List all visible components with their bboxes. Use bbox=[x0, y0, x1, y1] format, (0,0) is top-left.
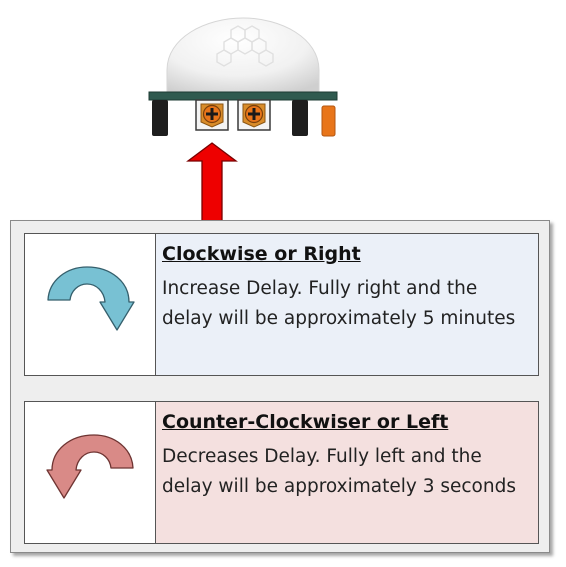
left-post bbox=[152, 100, 168, 136]
clockwise-arrow-icon bbox=[47, 266, 135, 331]
circuit-board bbox=[148, 91, 338, 101]
clockwise-text: Clockwise or Right Increase Delay. Fully… bbox=[156, 234, 538, 375]
counter-clockwise-arrow-icon bbox=[46, 434, 134, 499]
clockwise-description: Increase Delay. Fully right and the dela… bbox=[162, 278, 516, 329]
potentiometer-icon-secondary bbox=[237, 99, 271, 131]
clockwise-heading: Clockwise or Right bbox=[162, 243, 361, 265]
orange-jumper bbox=[321, 105, 336, 137]
counter-clockwise-card: Counter-Clockwiser or Left Decreases Del… bbox=[24, 401, 539, 544]
right-post bbox=[292, 100, 308, 136]
pir-sensor-icon bbox=[148, 17, 338, 223]
lens-pattern bbox=[216, 25, 274, 67]
instruction-panel: Clockwise or Right Increase Delay. Fully… bbox=[10, 220, 550, 553]
lens-dome bbox=[166, 17, 320, 93]
clockwise-icon-cell bbox=[25, 234, 156, 375]
up-arrow-icon bbox=[186, 142, 238, 223]
counter-clockwise-heading: Counter-Clockwiser or Left bbox=[162, 411, 449, 433]
counter-clockwise-icon-cell bbox=[25, 402, 156, 543]
counter-clockwise-description: Decreases Delay. Fully left and the dela… bbox=[162, 446, 516, 497]
counter-clockwise-text: Counter-Clockwiser or Left Decreases Del… bbox=[156, 402, 538, 543]
clockwise-card: Clockwise or Right Increase Delay. Fully… bbox=[24, 233, 539, 376]
potentiometer-icon bbox=[195, 99, 229, 131]
